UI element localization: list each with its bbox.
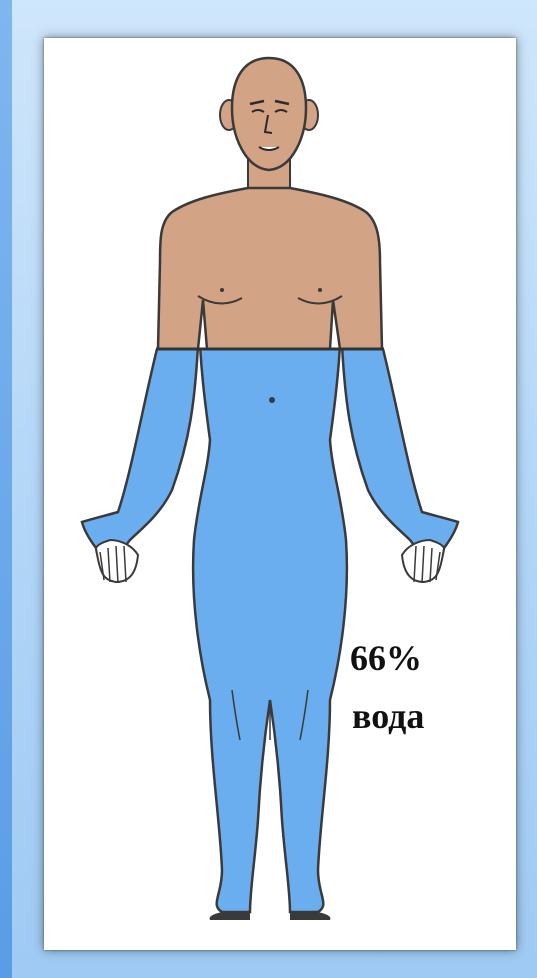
left-nipple bbox=[220, 288, 224, 292]
navel bbox=[269, 397, 275, 403]
torso-and-legs bbox=[193, 345, 347, 912]
right-foot bbox=[290, 912, 330, 920]
face bbox=[232, 58, 306, 170]
head bbox=[220, 58, 318, 190]
water-word-label: вода bbox=[352, 698, 424, 734]
mouth bbox=[259, 147, 279, 150]
lower-body-water bbox=[82, 345, 458, 912]
right-nipple bbox=[318, 288, 322, 292]
left-foot bbox=[210, 912, 250, 920]
water-percent-label: 66% bbox=[350, 640, 422, 676]
upper-body-skin bbox=[158, 188, 382, 349]
